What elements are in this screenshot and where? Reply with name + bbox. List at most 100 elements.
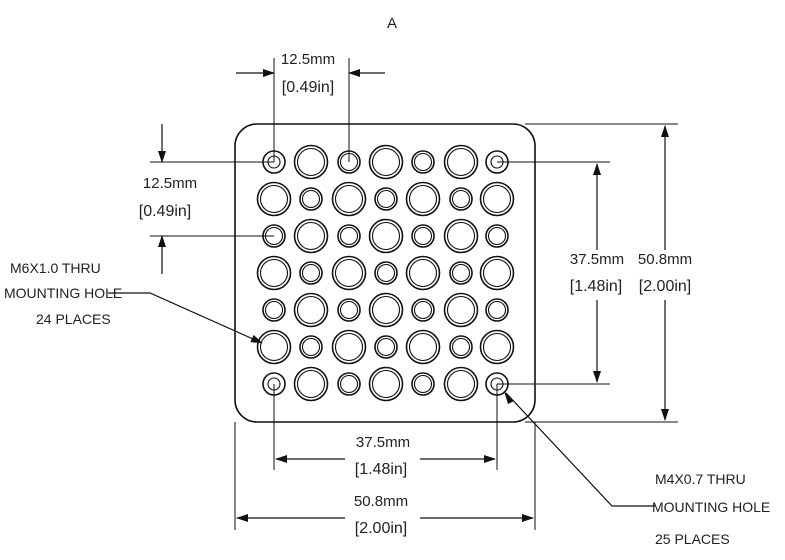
- hole-small: [374, 187, 398, 211]
- hole-small: [411, 372, 435, 396]
- hole-large: [293, 292, 329, 328]
- hole-inner-ring: [413, 374, 433, 394]
- hole-inner-ring: [371, 295, 401, 325]
- hole-small: [449, 187, 473, 211]
- hole-outer-ring: [368, 366, 404, 402]
- hole-outer-ring: [262, 298, 286, 322]
- hole-large: [368, 218, 404, 254]
- hole-large: [443, 144, 479, 180]
- hole-outer-ring: [368, 292, 404, 328]
- hole-large: [368, 366, 404, 402]
- hole-inner-ring: [376, 263, 396, 283]
- right-outer-value: 50.8mm: [638, 251, 692, 268]
- hole-outer-ring: [299, 187, 323, 211]
- hole-inner-ring: [371, 369, 401, 399]
- hole-outer-ring: [449, 187, 473, 211]
- hole-outer-ring: [485, 298, 509, 322]
- hole-small: [337, 224, 361, 248]
- hole-outer-ring: [256, 255, 292, 291]
- hole-inner-ring: [296, 221, 326, 251]
- hole-outer-ring: [374, 187, 398, 211]
- hole-outer-ring: [411, 372, 435, 396]
- hole-outer-ring: [293, 218, 329, 254]
- hole-inner-ring: [408, 258, 438, 288]
- hole-inner-ring: [482, 258, 512, 288]
- hole-inner-ring: [296, 369, 326, 399]
- hole-inner-ring: [446, 295, 476, 325]
- hole-large: [331, 255, 367, 291]
- hole-inner-ring: [413, 152, 433, 172]
- m6-callout-line3: 24 PLACES: [36, 311, 111, 327]
- hole-large: [479, 329, 515, 365]
- hole-large: [443, 366, 479, 402]
- hole-inner-ring: [334, 258, 364, 288]
- hole-outer-ring: [299, 261, 323, 285]
- left-spacing-dimension: 12.5mm [0.49in]: [139, 124, 274, 274]
- hole-inner-ring: [451, 189, 471, 209]
- hole-inner-ring: [301, 337, 321, 357]
- hole-small: [411, 224, 435, 248]
- hole-inner-ring: [487, 226, 507, 246]
- hole-outer-ring: [331, 329, 367, 365]
- hole-outer-ring: [337, 224, 361, 248]
- hole-large: [293, 366, 329, 402]
- bottom-inner-dimension: 37.5mm [1.48in]: [273, 384, 498, 478]
- hole-inner-ring: [482, 332, 512, 362]
- hole-inner-ring: [296, 147, 326, 177]
- top-spacing-dimension: 12.5mm [0.49in]: [236, 51, 385, 162]
- hole-inner-ring: [334, 184, 364, 214]
- hole-small: [299, 335, 323, 359]
- bottom-inner-alt: [1.48in]: [355, 461, 407, 478]
- hole-outer-ring: [256, 329, 292, 365]
- hole-inner-ring: [408, 332, 438, 362]
- hole-outer-ring: [479, 181, 515, 217]
- hole-large: [405, 181, 441, 217]
- hole-outer-ring: [337, 298, 361, 322]
- hole-large: [443, 292, 479, 328]
- hole-large: [479, 255, 515, 291]
- m6-callout-line2: MOUNTING HOLE: [4, 285, 122, 301]
- hole-inner-ring: [408, 184, 438, 214]
- hole-small: [299, 261, 323, 285]
- hole-inner-ring: [339, 300, 359, 320]
- hole-outer-ring: [256, 181, 292, 217]
- hole-outer-ring: [405, 329, 441, 365]
- hole-outer-ring: [449, 261, 473, 285]
- top-spacing-value: 12.5mm: [281, 51, 335, 68]
- hole-outer-ring: [368, 144, 404, 180]
- view-label: A: [387, 15, 397, 32]
- m6-callout: M6X1.0 THRU MOUNTING HOLE 24 PLACES: [4, 260, 263, 344]
- hole-outer-ring: [479, 329, 515, 365]
- hole-small: [299, 187, 323, 211]
- hole-large: [256, 255, 292, 291]
- hole-outer-ring: [331, 181, 367, 217]
- hole-large: [293, 218, 329, 254]
- right-inner-value: 37.5mm: [570, 251, 624, 268]
- hole-outer-ring: [443, 218, 479, 254]
- m4-callout-line1: M4X0.7 THRU: [655, 471, 746, 487]
- hole-large: [479, 181, 515, 217]
- hole-outer-ring: [368, 218, 404, 254]
- left-spacing-value: 12.5mm: [143, 175, 197, 192]
- hole-inner-ring: [482, 184, 512, 214]
- hole-small: [374, 335, 398, 359]
- hole-inner-ring: [339, 226, 359, 246]
- hole-inner-ring: [301, 189, 321, 209]
- hole-small: [337, 298, 361, 322]
- top-spacing-alt: [0.49in]: [282, 79, 334, 96]
- hole-inner-ring: [371, 221, 401, 251]
- hole-large: [405, 255, 441, 291]
- hole-small: [411, 298, 435, 322]
- hole-large: [331, 181, 367, 217]
- hole-inner-ring: [376, 189, 396, 209]
- hole-small: [485, 224, 509, 248]
- hole-inner-ring: [451, 263, 471, 283]
- hole-small: [411, 150, 435, 174]
- hole-inner-ring: [413, 300, 433, 320]
- hole-grid: [256, 144, 515, 402]
- hole-inner-ring: [376, 337, 396, 357]
- hole-small: [337, 372, 361, 396]
- hole-large: [331, 329, 367, 365]
- hole-large: [443, 218, 479, 254]
- m6-callout-line1: M6X1.0 THRU: [10, 260, 101, 276]
